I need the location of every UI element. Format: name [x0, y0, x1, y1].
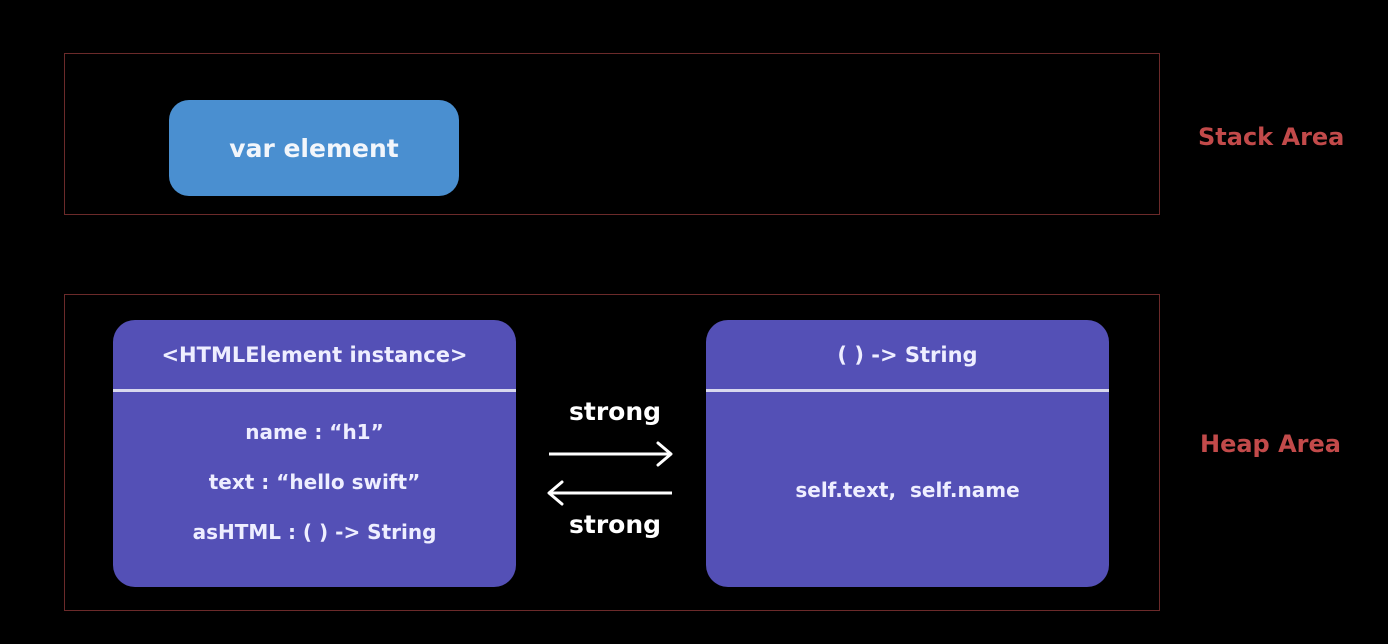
instance-properties: name : “h1” text : “hello swift” asHTML … — [113, 392, 516, 587]
heap-area-frame — [64, 294, 1160, 611]
strong-reference-label-top: strong — [569, 397, 662, 426]
variable-box: var element — [169, 100, 459, 196]
instance-header: <HTMLElement instance> — [113, 320, 516, 392]
arrow-right-icon — [549, 441, 673, 467]
closure-header: ( ) -> String — [706, 320, 1109, 392]
variable-label: var element — [229, 133, 399, 163]
property-ashtml: asHTML : ( ) -> String — [192, 520, 437, 544]
reference-arrows — [547, 441, 673, 506]
property-text: text : “hello swift” — [208, 470, 421, 494]
captured-values: self.text, self.name — [795, 477, 1020, 502]
property-name: name : “h1” — [245, 420, 384, 444]
stack-area-label: Stack Area — [1198, 123, 1345, 151]
arrow-left-icon — [547, 480, 672, 506]
strong-reference-label-bottom: strong — [569, 510, 662, 539]
stack-area-frame — [64, 53, 1160, 215]
closure-object-box: ( ) -> String self.text, self.name — [706, 320, 1109, 587]
heap-area-label: Heap Area — [1200, 430, 1341, 458]
instance-object-box: <HTMLElement instance> name : “h1” text … — [113, 320, 516, 587]
closure-captures: self.text, self.name — [706, 392, 1109, 587]
